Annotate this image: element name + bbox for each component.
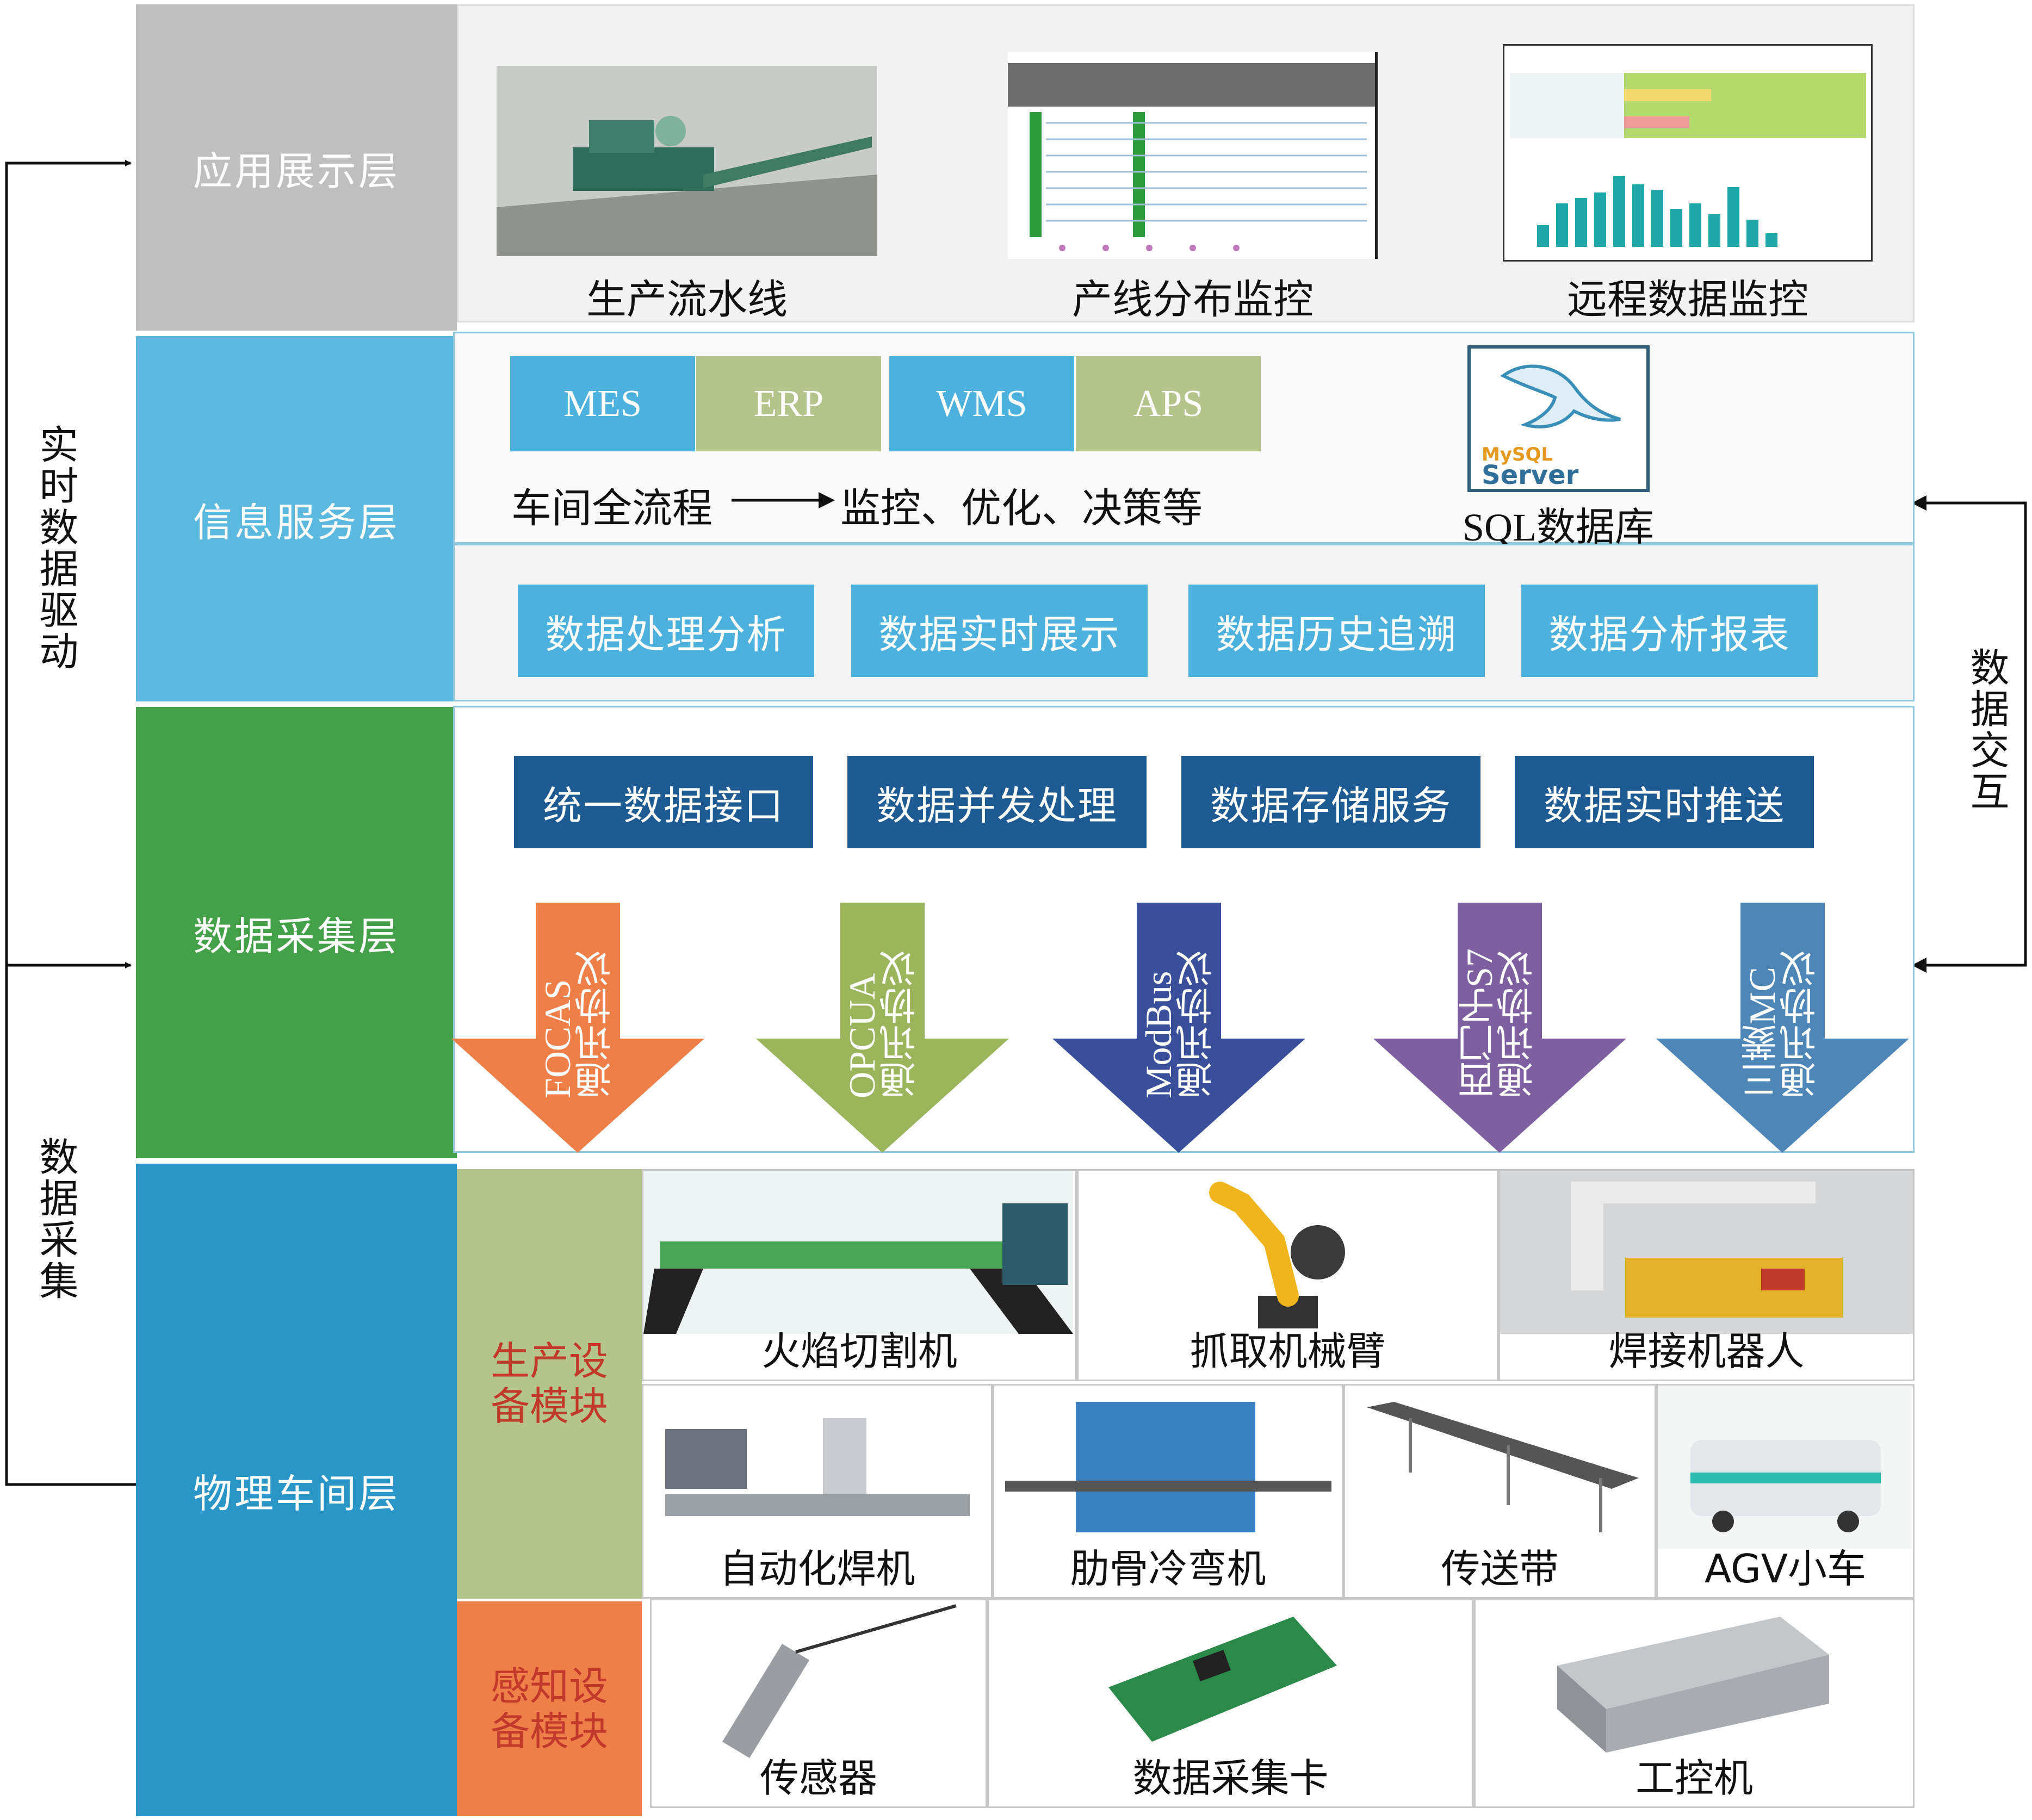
flow-arrow-icon [732, 492, 835, 508]
device-agv-label: AGV小车 [1704, 1546, 1867, 1592]
protocol-opcua-name: OPCUA [841, 973, 883, 1099]
device-agv: AGV小车 [1656, 1384, 1915, 1599]
acq-service-2: 数据并发处理 [847, 756, 1147, 848]
protocol-modbus-name: ModBus [1138, 971, 1179, 1098]
device-rib-bender: 肋骨冷弯机 [993, 1384, 1343, 1599]
layer-acquisition: 数据采集层 [136, 707, 457, 1158]
device-robot-arm: 抓取机械臂 [1077, 1169, 1498, 1381]
arrow-focas [451, 903, 704, 1153]
system-wms: WMS [889, 356, 1074, 451]
rib-bender-image [994, 1386, 1342, 1549]
protocol-s7-suffix: 通讯协议 [1497, 951, 1539, 1098]
flow-to-text: 监控、优化、决策等 [840, 485, 1203, 532]
protocol-s7: 西门子S7 通讯协议 [1459, 935, 1539, 1098]
device-auto-welder-label: 自动化焊机 [719, 1546, 915, 1592]
layer-physical: 物理车间层 [136, 1164, 457, 1816]
device-sensor: 传感器 [650, 1599, 987, 1808]
production-module-label: 生产设备模块 [457, 1169, 642, 1599]
production-line-image [497, 66, 877, 256]
device-ipc: 工控机 [1474, 1599, 1915, 1808]
app-caption-2: 产线分布监控 [1072, 276, 1314, 323]
agv-image [1658, 1386, 1913, 1549]
protocol-focas-name: FOCAS [537, 979, 578, 1098]
protocol-focas-suffix: 通讯协议 [575, 951, 617, 1098]
protocol-opcua: OPCUA 通讯协议 [841, 935, 922, 1099]
protocol-mc: 三菱MC 通讯协议 [1742, 935, 1822, 1098]
sql-db-label: SQL数据库 [1462, 506, 1655, 549]
arrow-modbus [1052, 903, 1305, 1153]
realtime-driven-label: 实时数据驱动 [33, 424, 78, 672]
mysql-logo-bottom: Server [1482, 460, 1579, 490]
acq-service-3: 数据存储服务 [1181, 756, 1480, 848]
arrow-mc [1656, 903, 1909, 1153]
device-daq-card: 数据采集卡 [987, 1599, 1474, 1808]
protocol-focas: FOCAS 通讯协议 [537, 935, 617, 1098]
app-caption-3: 远程数据监控 [1567, 276, 1808, 323]
system-erp: ERP [696, 356, 881, 451]
conveyor-image [1345, 1386, 1655, 1549]
device-flame-cutter: 火焰切割机 [642, 1169, 1077, 1381]
welding-robot-image [1500, 1171, 1913, 1334]
protocol-mc-name: 三菱MC [1742, 967, 1783, 1098]
device-daq-card-label: 数据采集卡 [1132, 1755, 1329, 1801]
line-monitor-image [1008, 52, 1378, 259]
info-service-2: 数据实时展示 [851, 585, 1148, 677]
protocol-modbus-suffix: 通讯协议 [1176, 951, 1218, 1098]
device-flame-cutter-label: 火焰切割机 [761, 1328, 957, 1374]
daq-card-image [989, 1600, 1472, 1763]
data-collection-label: 数据采集 [33, 1136, 78, 1302]
device-conveyor: 传送带 [1343, 1384, 1656, 1599]
layer-application: 应用展示层 [136, 4, 457, 331]
device-sensor-label: 传感器 [759, 1755, 877, 1801]
auto-welder-image [643, 1386, 991, 1549]
arrow-opcua [756, 903, 1009, 1153]
flame-cutter-image [643, 1171, 1073, 1334]
robot-arm-image [1079, 1171, 1497, 1334]
device-ipc-label: 工控机 [1635, 1755, 1753, 1801]
protocol-s7-name: 西门子S7 [1459, 948, 1500, 1098]
device-welding-robot-label: 焊接机器人 [1608, 1328, 1805, 1374]
ipc-image [1476, 1600, 1913, 1763]
data-exchange-label: 数据交互 [1963, 647, 2009, 812]
device-auto-welder: 自动化焊机 [642, 1384, 993, 1599]
device-rib-bender-label: 肋骨冷弯机 [1070, 1546, 1266, 1592]
flow-from-text: 车间全流程 [511, 485, 713, 532]
protocol-opcua-suffix: 通讯协议 [880, 951, 922, 1098]
sensing-module-label: 感知设备模块 [457, 1601, 642, 1816]
mysql-logo: MySQL Server [1467, 345, 1650, 492]
system-mes: MES [510, 356, 695, 451]
mysql-logo-top: MySQL [1482, 444, 1553, 465]
acq-service-4: 数据实时推送 [1515, 756, 1814, 848]
application-panel: 生产流水线 产线分布监控 [457, 4, 1915, 323]
info-service-3: 数据历史追溯 [1188, 585, 1485, 677]
device-welding-robot: 焊接机器人 [1498, 1169, 1915, 1381]
app-caption-1: 生产流水线 [586, 276, 788, 323]
info-service-4: 数据分析报表 [1521, 585, 1818, 677]
info-service-1: 数据处理分析 [518, 585, 814, 677]
layer-information: 信息服务层 [136, 336, 457, 701]
arrow-s7 [1373, 903, 1626, 1153]
device-conveyor-label: 传送带 [1441, 1546, 1559, 1592]
sensor-image [652, 1600, 986, 1763]
device-robot-arm-label: 抓取机械臂 [1190, 1328, 1386, 1374]
remote-monitor-image [1503, 44, 1873, 262]
acq-service-1: 统一数据接口 [514, 756, 813, 848]
protocol-modbus: ModBus 通讯协议 [1138, 935, 1218, 1098]
system-aps: APS [1076, 356, 1261, 451]
protocol-mc-suffix: 通讯协议 [1780, 951, 1822, 1098]
dolphin-icon [1500, 364, 1621, 428]
